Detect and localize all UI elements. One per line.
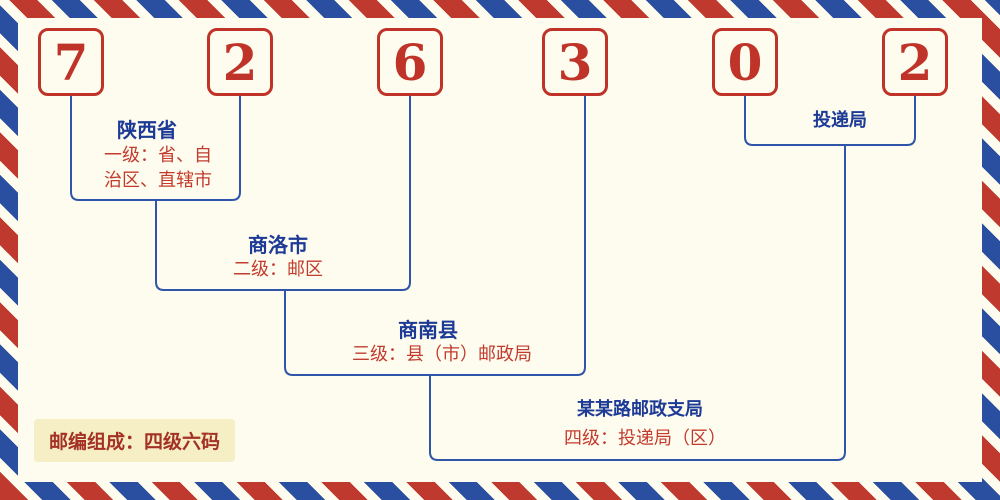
level3-county-name: 商南县 bbox=[398, 318, 458, 342]
digit-3: 6 bbox=[392, 32, 428, 92]
level2-city-name: 商洛市 bbox=[248, 233, 308, 257]
composition-badge: 邮编组成：四级六码 bbox=[34, 419, 236, 462]
digit-6: 2 bbox=[897, 32, 933, 92]
level1-description: 一级：省、自 治区、直辖市 bbox=[104, 143, 212, 193]
digit-4: 3 bbox=[557, 32, 593, 92]
level3-description: 三级：县（市）邮政局 bbox=[352, 344, 532, 365]
digit-1: 7 bbox=[53, 32, 89, 92]
digit-box-2: 2 bbox=[207, 28, 273, 96]
diagram-background bbox=[18, 18, 982, 482]
digit-box-3: 6 bbox=[377, 28, 443, 96]
level1-description-line1: 一级：省、自 bbox=[104, 145, 212, 166]
digit-5: 0 bbox=[727, 32, 763, 92]
level1-description-line2: 治区、直辖市 bbox=[104, 170, 212, 191]
level4-description: 四级：投递局（区） bbox=[564, 428, 726, 449]
level4-branch-name: 某某路邮政支局 bbox=[577, 399, 703, 420]
digit-box-4: 3 bbox=[542, 28, 608, 96]
level2-description: 二级：邮区 bbox=[233, 259, 323, 280]
digit-box-5: 0 bbox=[712, 28, 778, 96]
level1-province-name: 陕西省 bbox=[117, 118, 177, 142]
digit-2: 2 bbox=[222, 32, 258, 92]
delivery-office-label: 投递局 bbox=[813, 110, 867, 131]
digit-box-6: 2 bbox=[882, 28, 948, 96]
composition-text: 邮编组成：四级六码 bbox=[49, 431, 221, 453]
digit-box-1: 7 bbox=[38, 28, 104, 96]
